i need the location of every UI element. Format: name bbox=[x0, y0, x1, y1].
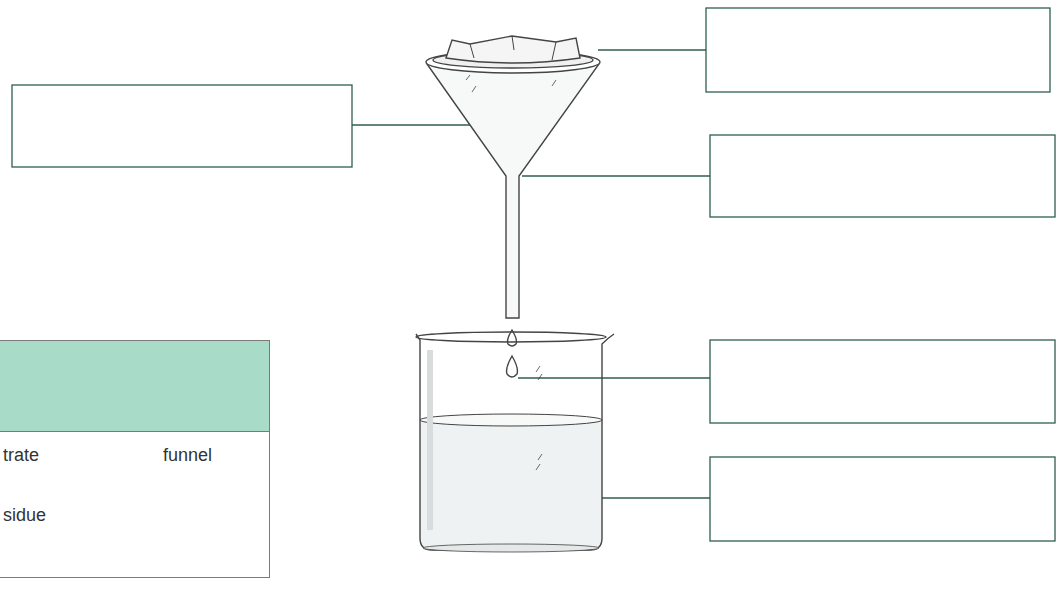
glass-shine bbox=[536, 366, 542, 470]
funnel bbox=[426, 36, 600, 346]
label-box bbox=[12, 85, 352, 167]
drop bbox=[507, 356, 518, 377]
beaker-base bbox=[423, 544, 599, 552]
label-box bbox=[710, 135, 1055, 217]
leader-line bbox=[518, 377, 710, 378]
word-bank-word: sidue bbox=[3, 505, 46, 526]
leader-line bbox=[598, 49, 706, 50]
filter-paper bbox=[446, 36, 580, 63]
filter-paper-folds bbox=[470, 36, 556, 60]
word-bank-box: trate funnel sidue bbox=[0, 340, 270, 578]
filtrate-liquid bbox=[420, 420, 602, 550]
label-box bbox=[710, 340, 1055, 423]
word-bank-header bbox=[0, 341, 269, 432]
beaker-rim bbox=[416, 332, 606, 342]
liquid-surface bbox=[420, 414, 602, 426]
glass-shine bbox=[466, 75, 556, 92]
label-box bbox=[706, 8, 1050, 92]
glass-shine bbox=[427, 350, 433, 530]
leader-line bbox=[522, 175, 710, 176]
label-box bbox=[710, 457, 1055, 541]
word-bank-word: funnel bbox=[163, 445, 212, 466]
beaker-wall bbox=[416, 334, 614, 550]
funnel-cone bbox=[427, 64, 599, 318]
beaker bbox=[416, 332, 614, 552]
word-bank-word: trate bbox=[3, 445, 39, 466]
